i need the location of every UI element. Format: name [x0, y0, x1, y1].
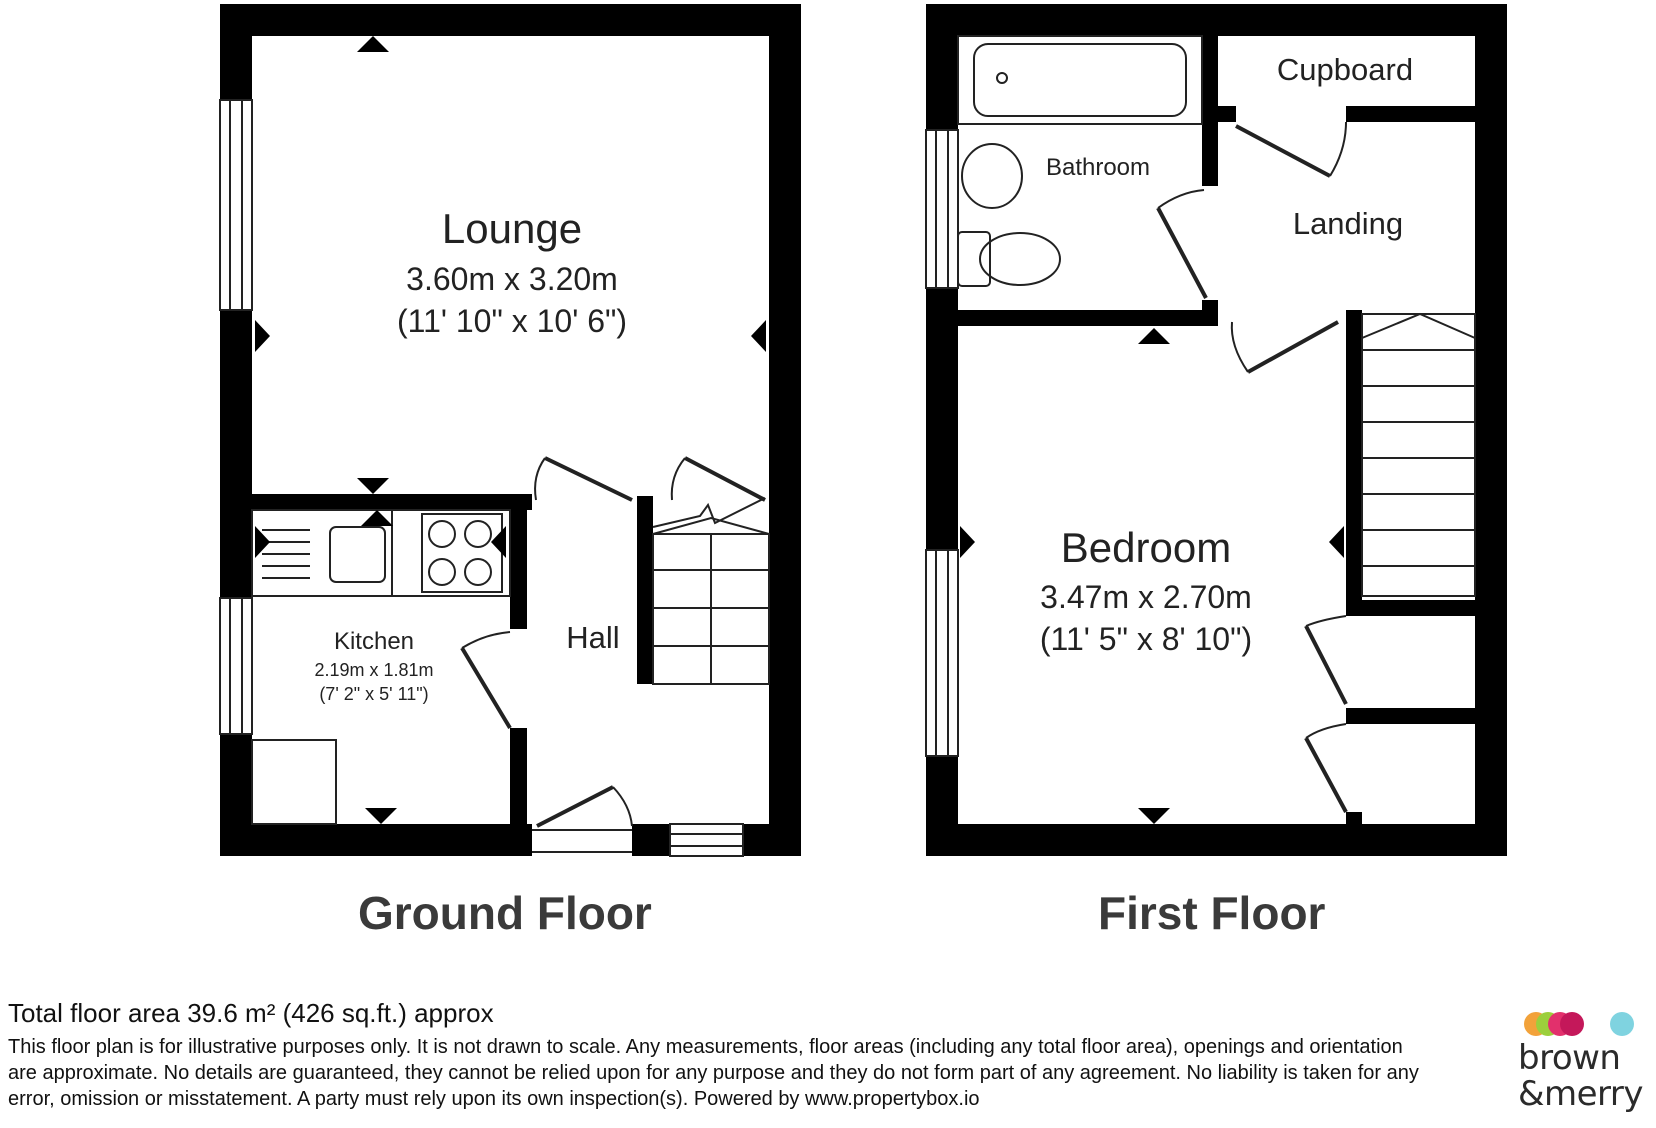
- wc-cistern: [957, 231, 991, 287]
- wc-bowl: [979, 232, 1061, 286]
- first-floor-plan: [926, 4, 1507, 856]
- window: [219, 597, 253, 735]
- wall: [1346, 600, 1475, 616]
- wall: [1346, 812, 1362, 824]
- room-dimension-imperial: (11' 5" x 8' 10"): [1039, 621, 1253, 657]
- wall: [769, 4, 801, 856]
- wall: [1358, 708, 1475, 724]
- wall: [926, 824, 1507, 856]
- total-floor-area: Total floor area 39.6 m² (426 sq.ft.) ap…: [8, 998, 494, 1028]
- sink: [329, 526, 386, 583]
- room-name-bathroom: Bathroom: [1045, 154, 1151, 181]
- room-dimension-imperial: (11' 10" x 10' 6"): [396, 303, 627, 339]
- wall: [1218, 106, 1236, 122]
- wall: [510, 728, 527, 824]
- first-floor-details: [925, 35, 1476, 813]
- wall: [637, 496, 653, 684]
- window: [669, 823, 744, 857]
- floor-title-first: First Floor: [1098, 887, 1326, 939]
- logo-text-line1: brown: [1518, 1038, 1621, 1078]
- room-name-landing: Landing: [1292, 206, 1404, 241]
- logo-dot-icon: [1560, 1012, 1584, 1036]
- wall: [926, 4, 1507, 36]
- ground-floor-arrows: [255, 36, 766, 824]
- kitchen-worktop: [251, 509, 511, 597]
- first-floor-arrows: [960, 328, 1344, 824]
- brand-logo: brown &merry: [1518, 1012, 1653, 1112]
- logo-dot-icon: [1610, 1012, 1634, 1036]
- wall: [1346, 106, 1475, 122]
- floor-title-ground: Ground Floor: [358, 887, 652, 939]
- appliance-space: [251, 739, 337, 825]
- bath: [957, 35, 1203, 125]
- ground-floor-plan: [220, 4, 801, 856]
- hob: [421, 513, 503, 593]
- disclaimer-text: This floor plan is for illustrative purp…: [8, 1036, 1419, 1110]
- wall: [252, 494, 532, 510]
- wall: [958, 310, 1202, 326]
- window: [925, 549, 959, 757]
- room-dimension-metric: 3.60m x 3.20m: [406, 261, 618, 297]
- wall: [1475, 4, 1507, 856]
- room-name-cupboard: Cupboard: [1276, 52, 1414, 87]
- ground-floor-details: [219, 99, 770, 857]
- wall: [1346, 708, 1362, 724]
- logo-dots: [1518, 1012, 1653, 1040]
- logo-text-line2: &merry: [1518, 1074, 1644, 1114]
- window: [925, 129, 959, 289]
- wall: [220, 4, 801, 36]
- wall: [1202, 300, 1218, 326]
- wall: [1346, 310, 1362, 616]
- room-dimension-metric: 2.19m x 1.81m: [314, 660, 434, 680]
- wall: [1202, 36, 1218, 186]
- window: [219, 99, 253, 311]
- wall: [220, 824, 532, 856]
- room-dimension-imperial: (7' 2" x 5' 11"): [319, 684, 429, 704]
- room-name-lounge: Lounge: [441, 205, 583, 252]
- room-name-bedroom: Bedroom: [1060, 524, 1232, 571]
- stairs: [1361, 313, 1476, 597]
- room-dimension-metric: 3.47m x 2.70m: [1040, 579, 1252, 615]
- wall: [510, 494, 527, 629]
- basin: [961, 143, 1023, 209]
- room-name-kitchen: Kitchen: [333, 628, 415, 655]
- room-name-hall: Hall: [566, 620, 620, 655]
